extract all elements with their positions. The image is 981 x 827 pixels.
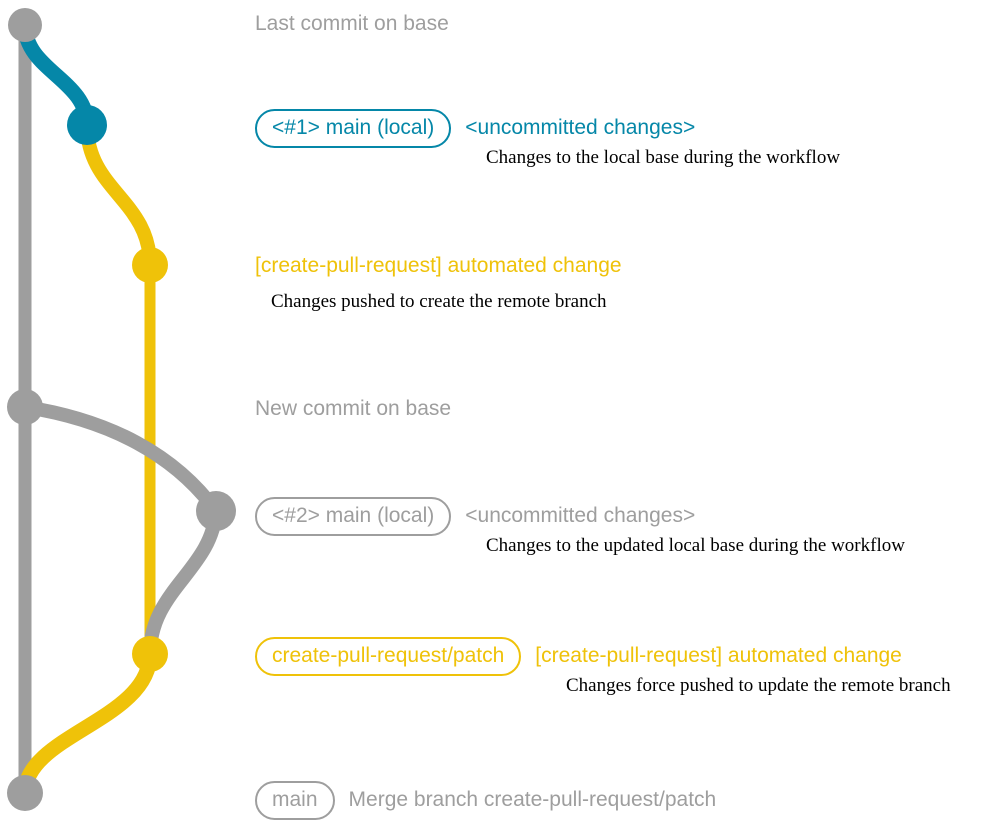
commit-subject: Merge branch create-pull-request/patch	[348, 788, 717, 811]
commit-row-automated-change-1: [create-pull-request] automated change	[255, 255, 622, 276]
commit-row-merge-commit: main Merge branch create-pull-request/pa…	[255, 781, 716, 820]
commit-dot-local-2[interactable]	[196, 491, 236, 531]
edge-basenew-to-local2	[18, 400, 223, 518]
branch-badge-main[interactable]: main	[255, 781, 335, 820]
commit-dot-local-1[interactable]	[67, 105, 107, 145]
commit-note: Changes force pushed to update the remot…	[566, 675, 951, 696]
edge-patch2-to-merge	[17, 646, 158, 801]
commit-subject: <uncommitted changes>	[465, 116, 696, 139]
commit-subject: <uncommitted changes>	[465, 504, 696, 527]
commit-row-new-commit-on-base: New commit on base	[255, 398, 451, 419]
commit-note: Changes pushed to create the remote bran…	[271, 291, 607, 312]
commit-subject: Last commit on base	[255, 12, 449, 35]
branch-badge-create-pull-request-patch[interactable]: create-pull-request/patch	[255, 637, 522, 676]
commit-subject: New commit on base	[255, 397, 452, 420]
commit-row-automated-change-2: create-pull-request/patch [create-pull-r…	[255, 637, 902, 676]
commit-note: Changes to the local base during the wor…	[486, 147, 841, 168]
commit-subject: [create-pull-request] automated change	[255, 254, 622, 277]
branch-badge-main-local-1[interactable]: <#1> main (local)	[255, 109, 452, 148]
branch-badge-main-local-2[interactable]: <#2> main (local)	[255, 497, 452, 536]
commit-note: Changes to the updated local base during…	[486, 535, 905, 556]
commit-row-last-commit-on-base: Last commit on base	[255, 13, 449, 34]
commit-dot-patch-2[interactable]	[132, 636, 168, 672]
commit-dot-base-last[interactable]	[8, 8, 42, 42]
commit-row-local-uncommitted-1: <#1> main (local) <uncommitted changes>	[255, 109, 695, 148]
commit-dot-base-merge[interactable]	[7, 775, 43, 811]
commit-dot-base-new[interactable]	[7, 389, 43, 425]
edge-local1-to-patch1	[80, 118, 157, 272]
commit-subject: [create-pull-request] automated change	[535, 644, 902, 667]
commit-row-local-uncommitted-2: <#2> main (local) <uncommitted changes>	[255, 497, 695, 536]
commit-dot-patch-1[interactable]	[132, 247, 168, 283]
